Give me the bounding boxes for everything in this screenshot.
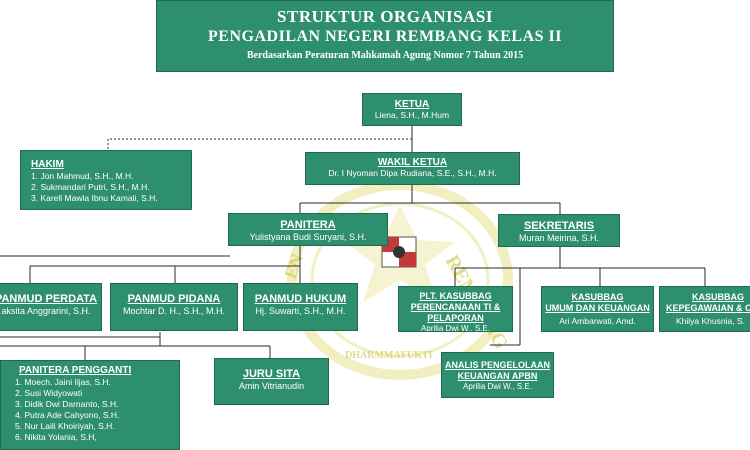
panitera-pengganti-member: 5. Nur Laili Khoiriyah, S.H. bbox=[15, 421, 115, 431]
kasubbag-perencanaan-box: PLT. KASUBBAG PERENCANAAN TI & PELAPORAN… bbox=[398, 286, 513, 332]
juru-sita-name: Amin Vitrianudin bbox=[238, 381, 305, 391]
juru-sita-box: JURU SITA Amin Vitrianudin bbox=[214, 358, 329, 405]
panmud-hukum-box: PANMUD HUKUM Hj. Suwarti, S.H., M.H. bbox=[243, 283, 358, 331]
hakim-member: 2. Sukmandari Putri, S.H., M.H. bbox=[31, 182, 150, 192]
ketua-name: Liena, S.H., M.Hum bbox=[374, 110, 450, 120]
ketua-box: KETUA Liena, S.H., M.Hum bbox=[362, 93, 462, 126]
watermark-text-bottom: DHARMMAYUKTI bbox=[345, 350, 433, 361]
panmud-hukum-title: PANMUD HUKUM bbox=[254, 293, 347, 305]
panitera-name: Yulistyana Budi Suryani, S.H. bbox=[249, 232, 367, 242]
panmud-perdata-name: aksita Anggrarini, S.H. bbox=[1, 306, 91, 316]
panitera-box: PANITERA Yulistyana Budi Suryani, S.H. bbox=[228, 213, 388, 246]
kasubbag-perencanaan-title-1: PLT. KASUBBAG bbox=[419, 291, 492, 301]
panitera-pengganti-member: 4. Putra Ade Cahyono, S.H. bbox=[15, 410, 120, 420]
kasubbag-umum-title-1: KASUBBAG bbox=[571, 292, 624, 302]
kasubbag-kepegawaian-box: KASUBBAG KEPEGAWAIAN & OR Khilya Khusnia… bbox=[659, 286, 750, 332]
panmud-perdata-title: PANMUD PERDATA bbox=[0, 293, 98, 305]
kasubbag-kepegawaian-title-2: KEPEGAWAIAN & OR bbox=[666, 303, 750, 313]
panmud-pidana-name: Mochtar D. H., S.H., M.H. bbox=[122, 306, 225, 316]
panitera-pengganti-box: PANITERA PENGGANTI 1. Moech. Jaini Iljas… bbox=[0, 360, 180, 450]
hakim-title: HAKIM bbox=[31, 159, 64, 170]
kasubbag-perencanaan-title-3: PELAPORAN bbox=[427, 313, 484, 323]
analis-title-1: ANALIS PENGELOLAAN bbox=[444, 360, 550, 370]
ketua-title: KETUA bbox=[394, 99, 430, 110]
hakim-member: 1. Jon Mahmud, S.H., M.H. bbox=[31, 171, 134, 181]
sekretaris-title: SEKRETARIS bbox=[523, 220, 595, 232]
panmud-perdata-box: PANMUD PERDATA aksita Anggrarini, S.H. bbox=[0, 283, 102, 331]
juru-sita-title: JURU SITA bbox=[242, 368, 301, 380]
panmud-pidana-title: PANMUD PIDANA bbox=[127, 293, 221, 305]
hakim-members: 1. Jon Mahmud, S.H., M.H. 2. Sukmandari … bbox=[31, 171, 191, 204]
panitera-pengganti-member: 2. Susi Widyowati bbox=[15, 388, 83, 398]
kasubbag-umum-title-2: UMUM DAN KEUANGAN bbox=[545, 303, 650, 313]
hakim-box: HAKIM 1. Jon Mahmud, S.H., M.H. 2. Sukma… bbox=[20, 150, 192, 210]
kasubbag-umum-name: Ari Ambarwati, Amd. bbox=[559, 316, 636, 326]
panitera-pengganti-title: PANITERA PENGGANTI bbox=[19, 365, 132, 376]
kasubbag-kepegawaian-title-1: KASUBBAG bbox=[692, 292, 745, 302]
kasubbag-umum-box: KASUBBAG UMUM DAN KEUANGAN Ari Ambarwati… bbox=[541, 286, 654, 332]
kasubbag-kepegawaian-name: Khilya Khusnia, S. bbox=[676, 316, 745, 326]
analis-title-2: KEUANGAN APBN bbox=[457, 371, 538, 381]
wakil-ketua-name: Dr. I Nyoman Dipa Rudiana, S.E., S.H., M… bbox=[328, 168, 497, 178]
hakim-member: 3. Karell Mawla Ibnu Kamali, S.H. bbox=[31, 193, 158, 203]
analis-name: Aprilia Dwi W., S.E. bbox=[463, 382, 532, 391]
chart-header: STRUKTUR ORGANISASI PENGADILAN NEGERI RE… bbox=[156, 0, 614, 72]
panmud-pidana-box: PANMUD PIDANA Mochtar D. H., S.H., M.H. bbox=[110, 283, 238, 331]
kasubbag-perencanaan-name: Aprilia Dwi W., S.E. bbox=[421, 324, 490, 332]
header-regulation: Berdasarkan Peraturan Mahkamah Agung Nom… bbox=[246, 50, 524, 61]
panmud-hukum-name: Hj. Suwarti, S.H., M.H. bbox=[255, 306, 346, 316]
panitera-pengganti-member: 6. Nikita Yolania, S.H, bbox=[15, 432, 97, 442]
panitera-pengganti-members: 1. Moech. Jaini Iljas, S.H. 2. Susi Widy… bbox=[15, 377, 179, 443]
header-title: STRUKTUR ORGANISASI bbox=[277, 7, 493, 26]
sekretaris-name: Muran Meirina, S.H. bbox=[518, 233, 600, 243]
panitera-pengganti-member: 3. Didik Dwi Darnanto, S.H. bbox=[15, 399, 119, 409]
header-institution: PENGADILAN NEGERI REMBANG KELAS II bbox=[208, 28, 562, 45]
kasubbag-perencanaan-title-2: PERENCANAAN TI & bbox=[410, 302, 501, 312]
wakil-ketua-title: WAKIL KETUA bbox=[377, 157, 448, 168]
wakil-ketua-box: WAKIL KETUA Dr. I Nyoman Dipa Rudiana, S… bbox=[305, 152, 520, 185]
panitera-title: PANITERA bbox=[280, 219, 336, 231]
sekretaris-box: SEKRETARIS Muran Meirina, S.H. bbox=[498, 214, 620, 247]
analis-box: ANALIS PENGELOLAAN KEUANGAN APBN Aprilia… bbox=[441, 352, 554, 398]
panitera-pengganti-member: 1. Moech. Jaini Iljas, S.H. bbox=[15, 377, 111, 387]
